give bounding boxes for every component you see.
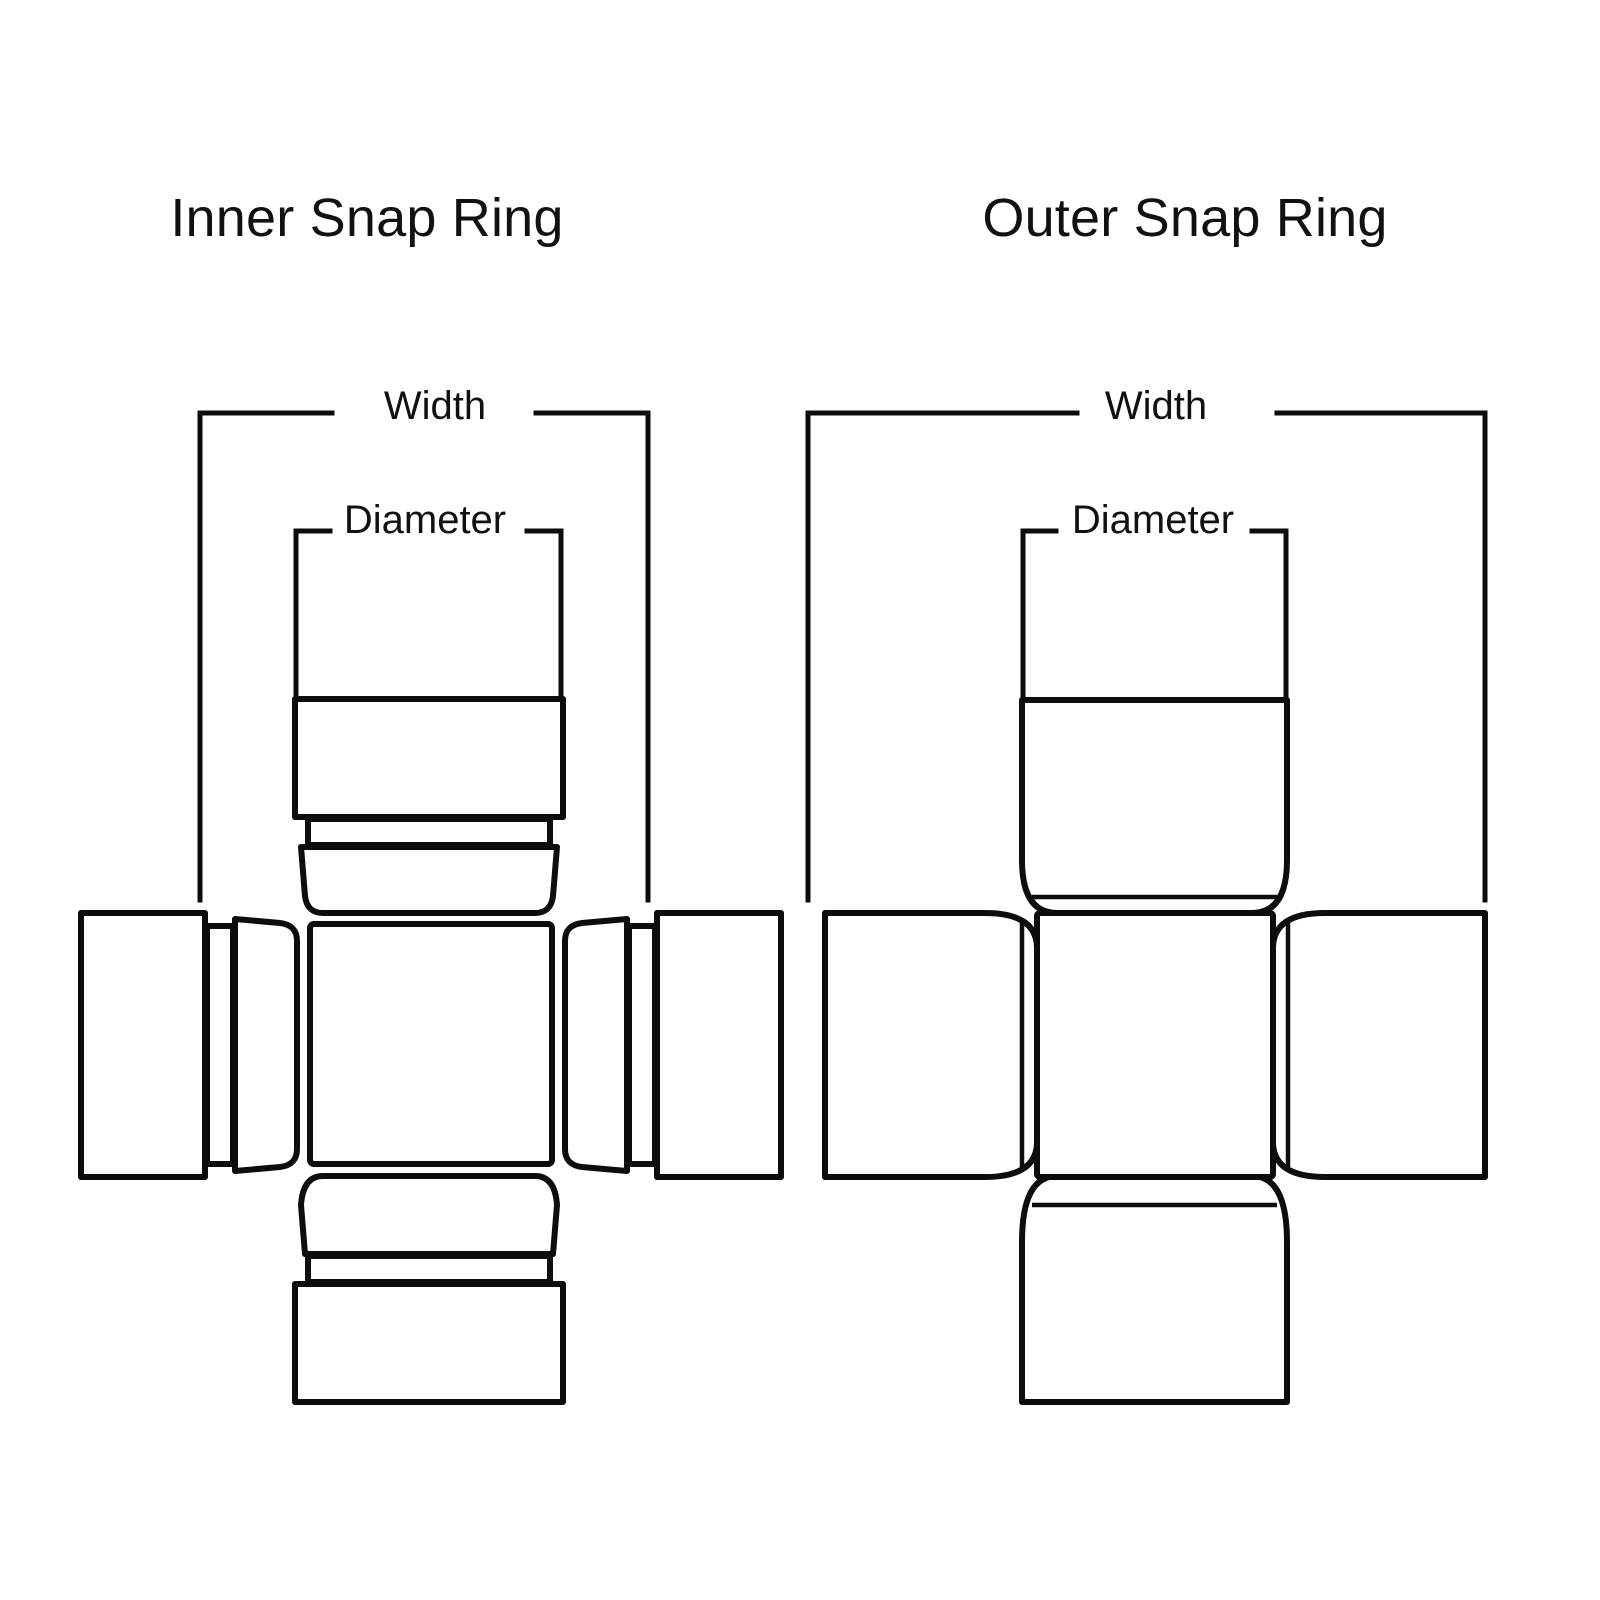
- width-bracket-inner: [197, 410, 651, 903]
- center-cross-body-outer: [1034, 910, 1276, 1180]
- right-snap-ring-band-inner: [626, 923, 658, 1167]
- panel-outer-snap-ring: Outer Snap Ring Width Diameter: [800, 0, 1600, 1600]
- left-arm-inner: [78, 910, 300, 1180]
- top-snap-ring-band-inner: [305, 816, 553, 848]
- bottom-end-cap-inner: [292, 1281, 566, 1405]
- bottom-arm-outer: [1019, 1173, 1290, 1405]
- center-cross-body-inner: [307, 921, 555, 1167]
- panel-title-outer: Outer Snap Ring: [982, 188, 1388, 248]
- dimension-label-diameter-outer: Diameter: [1071, 498, 1235, 542]
- drawing-outer-snap-ring: [805, 410, 1488, 1405]
- panel-title-inner: Inner Snap Ring: [170, 188, 564, 248]
- panel-inner-snap-ring: Inner Snap Ring Width Diameter: [78, 188, 784, 1405]
- right-end-cap-inner: [654, 910, 784, 1180]
- dimension-label-width-inner: Width: [383, 384, 487, 428]
- left-snap-ring-band-inner: [204, 923, 236, 1167]
- width-bracket-outer: [805, 410, 1488, 903]
- top-end-cap-inner: [292, 696, 566, 820]
- top-arm-inner: [292, 696, 566, 916]
- drawing-inner-snap-ring: [78, 410, 784, 1405]
- right-arm-inner: [562, 910, 784, 1180]
- left-end-cap-inner: [78, 910, 208, 1180]
- top-bearing-cup-inner: [298, 844, 560, 916]
- bottom-arm-inner: [292, 1173, 566, 1405]
- bottom-bearing-cup-inner: [298, 1173, 560, 1257]
- dimension-label-diameter-inner: Diameter: [343, 498, 507, 542]
- top-arm-outer: [1019, 697, 1290, 916]
- right-bearing-cup-inner: [562, 916, 630, 1174]
- left-bearing-cap-outer: [822, 910, 1040, 1180]
- bottom-bearing-cap-outer: [1019, 1173, 1290, 1405]
- left-arm-outer: [822, 910, 1040, 1180]
- right-arm-outer: [1270, 910, 1488, 1180]
- diameter-bracket-inner: [293, 528, 564, 701]
- dimension-label-width-outer: Width: [1104, 384, 1208, 428]
- bottom-snap-ring-band-inner: [305, 1253, 553, 1285]
- right-bearing-cap-outer: [1270, 910, 1488, 1180]
- top-bearing-cap-outer: [1019, 697, 1290, 916]
- diameter-bracket-outer: [1020, 528, 1289, 701]
- left-bearing-cup-inner: [232, 916, 300, 1174]
